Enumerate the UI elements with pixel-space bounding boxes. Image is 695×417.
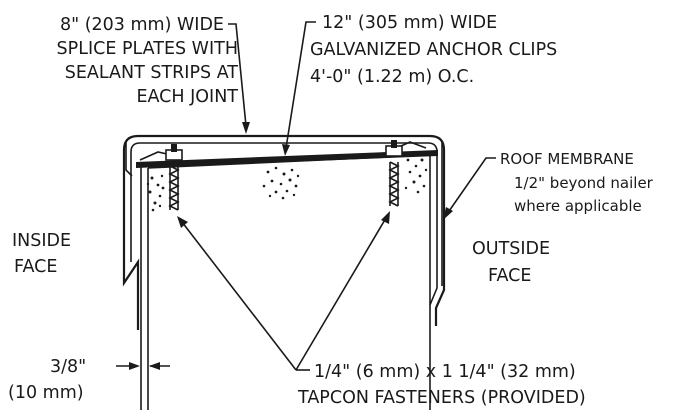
dimension-gap bbox=[116, 362, 170, 370]
inside-face-label: INSIDE FACE bbox=[12, 231, 71, 277]
membrane-label-line-3: where applicable bbox=[514, 197, 642, 215]
tapcon-fastener-right bbox=[385, 140, 403, 207]
fastener-label-line-2: TAPCON FASTENERS (PROVIDED) bbox=[297, 388, 586, 408]
clip-label-line-1: 12" (305 mm) WIDE bbox=[322, 13, 497, 33]
inside-label-line-2: FACE bbox=[14, 257, 57, 277]
fastener-label: 1/4" (6 mm) x 1 1/4" (32 mm) TAPCON FAST… bbox=[297, 362, 586, 408]
clip-label-line-2: GALVANIZED ANCHOR CLIPS bbox=[310, 40, 557, 60]
membrane-label-line-2: 1/2" beyond nailer bbox=[514, 174, 654, 192]
tapcon-fastener-left bbox=[165, 144, 183, 211]
coping-cap bbox=[122, 134, 446, 330]
splice-label-line-2: SPLICE PLATES WITH bbox=[57, 39, 238, 59]
outside-face-label: OUTSIDE FACE bbox=[472, 239, 550, 286]
fastener-label-line-1: 1/4" (6 mm) x 1 1/4" (32 mm) bbox=[314, 362, 576, 382]
outside-label-line-1: OUTSIDE bbox=[472, 239, 550, 259]
splice-label-line-4: EACH JOINT bbox=[136, 87, 238, 107]
anchor-clip-label: 12" (305 mm) WIDE GALVANIZED ANCHOR CLIP… bbox=[310, 13, 557, 87]
leader-anchor-clip bbox=[282, 21, 316, 156]
splice-plate-label: 8" (203 mm) WIDE SPLICE PLATES WITH SEAL… bbox=[57, 15, 239, 107]
splice-plate bbox=[125, 142, 443, 286]
roof-membrane-label: ROOF MEMBRANE 1/2" beyond nailer where a… bbox=[500, 150, 654, 215]
gap-label-line-2: (10 mm) bbox=[8, 383, 84, 403]
splice-label-line-1: 8" (203 mm) WIDE bbox=[60, 15, 224, 35]
leader-roof-membrane bbox=[443, 157, 496, 220]
gap-label-line-1: 3/8" bbox=[50, 357, 86, 377]
outside-label-line-2: FACE bbox=[488, 266, 531, 286]
leader-fasteners bbox=[177, 211, 390, 371]
concrete-texture bbox=[146, 158, 428, 212]
clip-label-line-3: 4'-0" (1.22 m) O.C. bbox=[310, 67, 474, 87]
splice-label-line-3: SEALANT STRIPS AT bbox=[65, 63, 239, 83]
gap-dimension-label: 3/8" (10 mm) bbox=[8, 357, 86, 403]
membrane-label-line-1: ROOF MEMBRANE bbox=[500, 150, 634, 168]
inside-label-line-1: INSIDE bbox=[12, 231, 71, 251]
leader-splice-plate bbox=[228, 23, 250, 134]
